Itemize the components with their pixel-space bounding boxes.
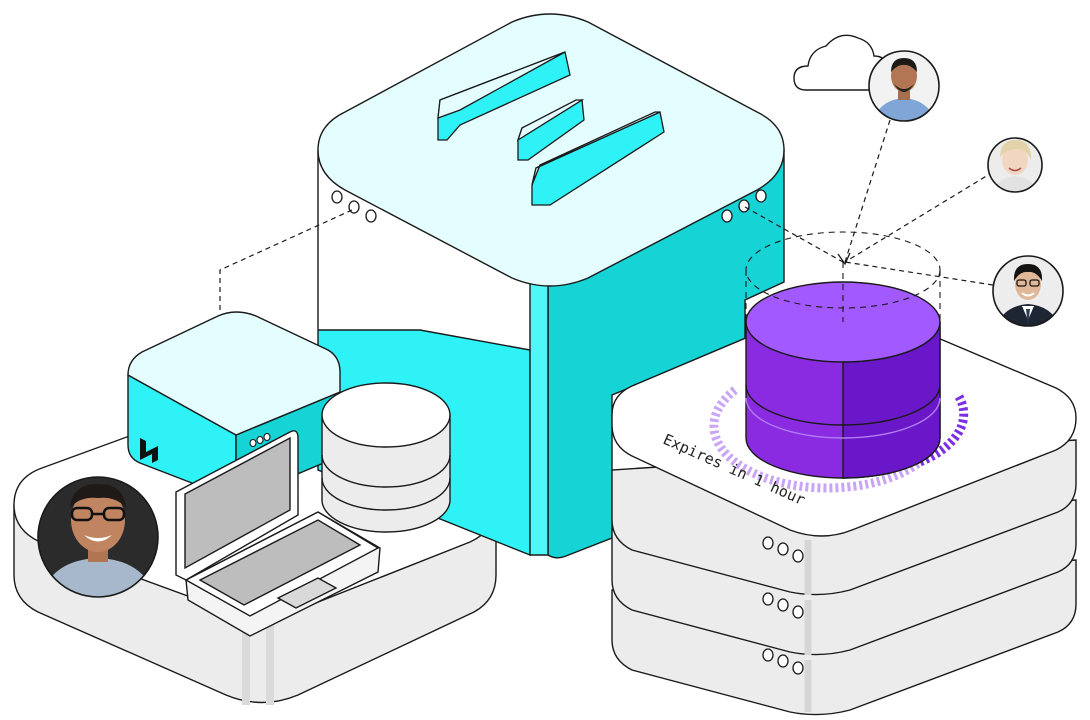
avatar-person-in-suit — [992, 255, 1064, 327]
cloud-icon — [793, 34, 889, 91]
server-ports — [762, 536, 804, 675]
avatar-person-with-glasses — [37, 476, 159, 598]
stacked-chevrons-logo — [437, 51, 665, 206]
dashed-cache-outline — [745, 231, 941, 322]
database-cylinder — [321, 382, 451, 533]
laptop — [175, 430, 381, 637]
avatar-person-in-blue-shirt — [868, 50, 940, 122]
small-chevron-logo — [140, 438, 158, 463]
avatar-person-with-short-blonde-hair — [987, 137, 1043, 193]
small-box-ports — [249, 432, 271, 448]
connector-lines — [219, 119, 994, 312]
cube-ports-right — [721, 189, 767, 223]
expiry-timer-ring — [709, 386, 969, 493]
arrow-head — [837, 252, 851, 266]
cache-database — [745, 281, 941, 479]
